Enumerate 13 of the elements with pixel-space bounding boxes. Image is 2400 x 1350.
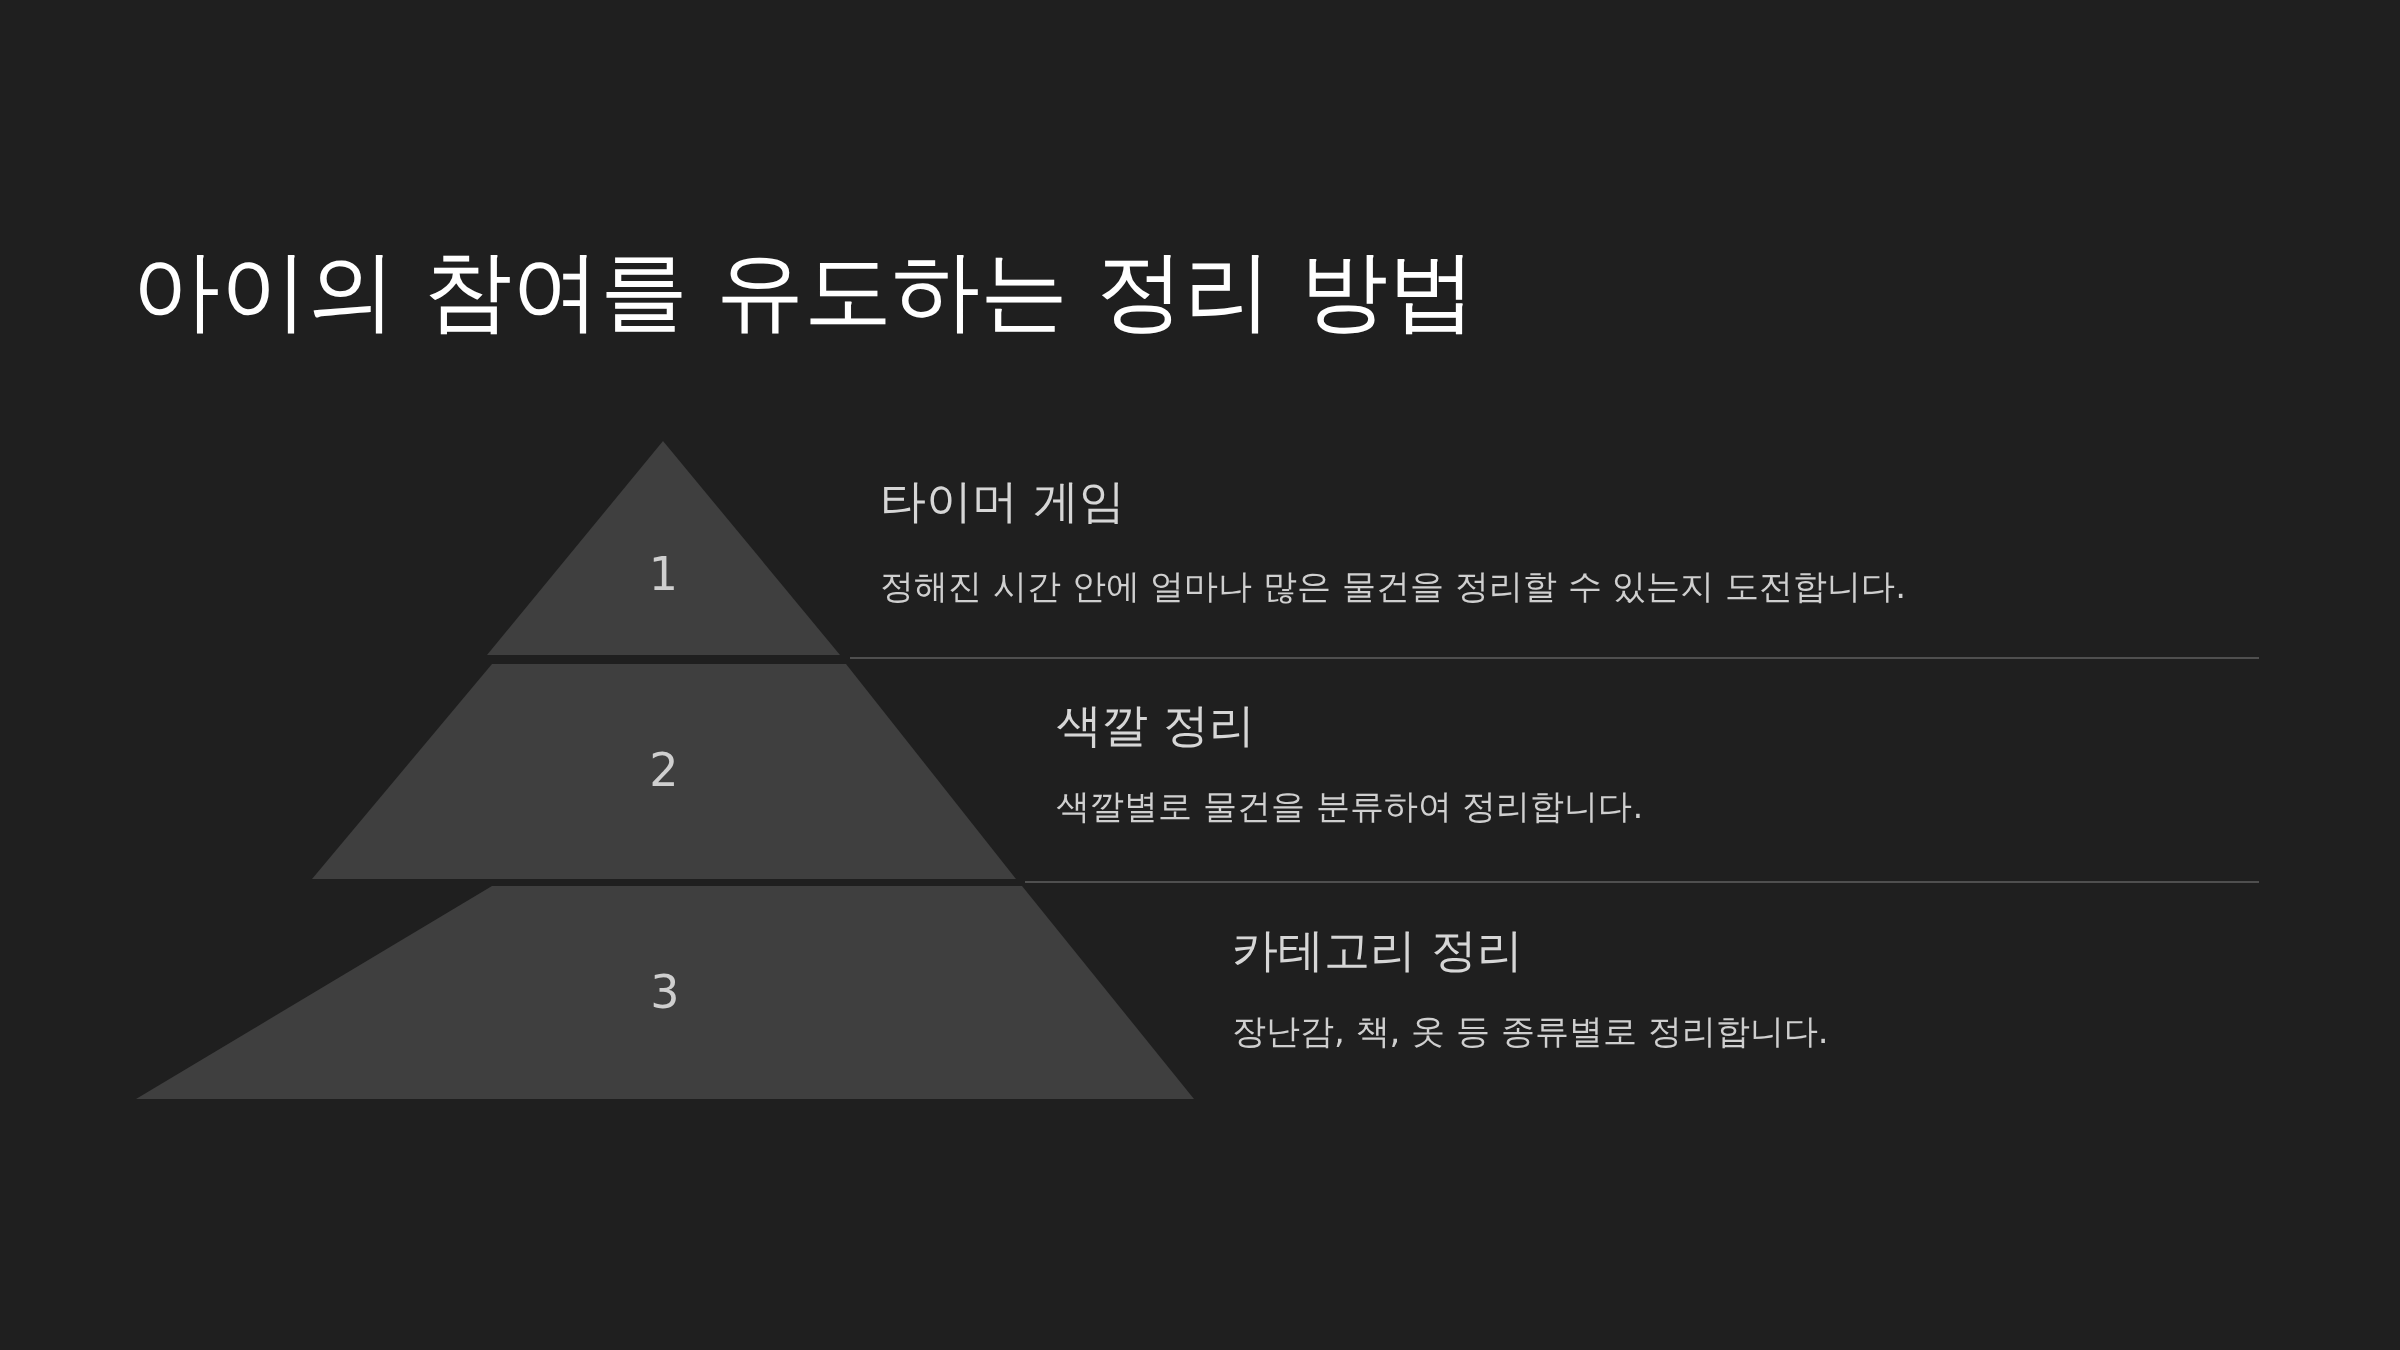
title: 아이의 참여를 유도하는 정리 방법 (132, 238, 1476, 344)
tier-number: 2 (649, 743, 679, 797)
tier-heading: 카테고리 정리 (1232, 923, 1523, 979)
tier-heading: 타이머 게임 (880, 474, 1125, 530)
tier-description: 색깔별로 물건을 분류하여 정리합니다. (1056, 786, 1644, 827)
tier-heading: 색깔 정리 (1056, 698, 1255, 754)
tier-number: 3 (650, 965, 680, 1019)
pyramid-tier (312, 664, 1016, 879)
tier-description: 정해진 시간 안에 얼마나 많은 물건을 정리할 수 있는지 도전합니다. (880, 566, 1907, 607)
pyramid-tier (487, 441, 840, 655)
pyramid-tier (136, 886, 1194, 1099)
tier-description: 장난감, 책, 옷 등 종류별로 정리합니다. (1232, 1011, 1829, 1052)
tier-number: 1 (648, 547, 679, 601)
